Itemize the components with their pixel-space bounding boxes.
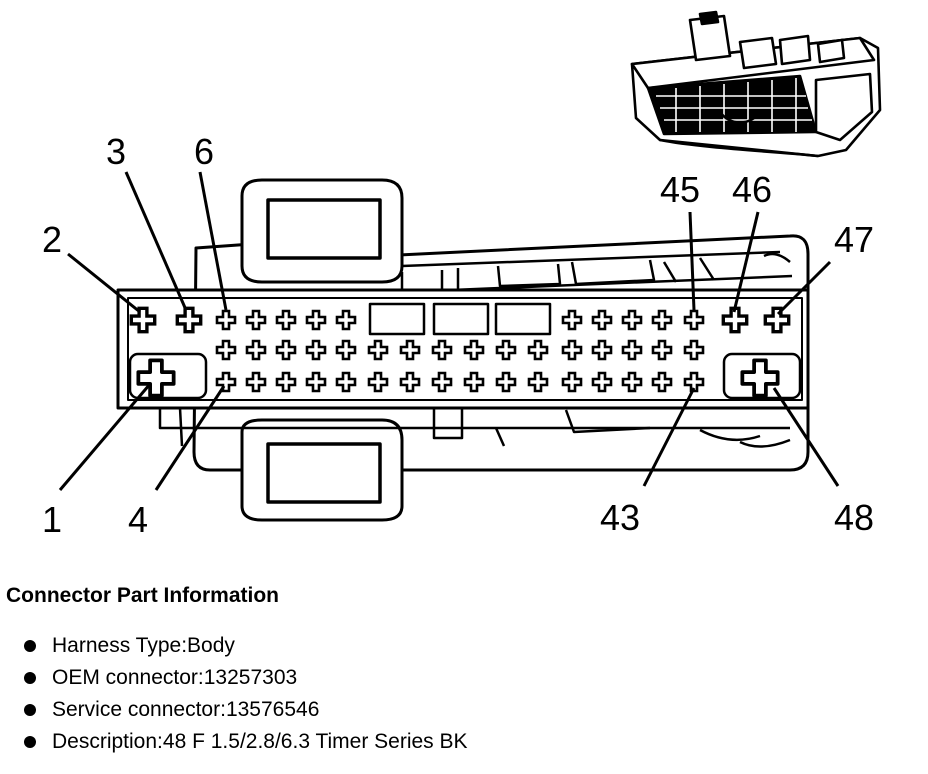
- connector-face: [116, 178, 810, 522]
- info-item-label: OEM connector: [52, 666, 198, 689]
- bullet-icon: [24, 640, 36, 652]
- info-item-description: Description: 48 F 1.5/2.8/6.3 Timer Seri…: [6, 726, 906, 758]
- pin-label-6: 6: [194, 131, 214, 172]
- leader-lines: [58, 171, 840, 491]
- info-item-service-connector: Service connector: 13576546: [6, 694, 906, 726]
- info-item-value: 13576546: [225, 698, 320, 721]
- bullet-icon: [24, 672, 36, 684]
- connector-info-list: Harness Type: Body OEM connector: 132573…: [6, 630, 906, 758]
- connector-info-heading: Connector Part Information: [6, 584, 280, 607]
- pin-labels: 3 6 2 45 46 47 1 4 43 48: [42, 131, 874, 540]
- info-item-value: Body: [187, 634, 235, 657]
- info-item-label: Description: [52, 730, 158, 753]
- connector-thumbnail: [630, 10, 882, 158]
- pin-label-47: 47: [834, 219, 874, 260]
- connector-diagram: 3 6 2 45 46 47 1 4 43 48: [42, 10, 882, 540]
- info-item-label: Harness Type: [52, 634, 182, 657]
- pin-label-3: 3: [106, 131, 126, 172]
- info-item-oem-connector: OEM connector: 13257303: [6, 662, 906, 694]
- info-item-label: Service connector: [52, 698, 221, 721]
- pin-label-4: 4: [128, 499, 148, 540]
- bullet-icon: [24, 704, 36, 716]
- info-item-value: 13257303: [203, 666, 298, 689]
- bullet-icon: [24, 736, 36, 748]
- pin-label-2: 2: [42, 219, 62, 260]
- pin-label-1: 1: [42, 499, 62, 540]
- pin-label-43: 43: [600, 497, 640, 538]
- info-item-harness-type: Harness Type: Body: [6, 630, 906, 662]
- pin-label-45: 45: [660, 169, 700, 210]
- pin-label-46: 46: [732, 169, 772, 210]
- connector-info: Connector Part Information Harness Type:…: [6, 584, 906, 758]
- info-item-value: 48 F 1.5/2.8/6.3 Timer Series BK: [162, 730, 468, 753]
- pin-label-48: 48: [834, 497, 874, 538]
